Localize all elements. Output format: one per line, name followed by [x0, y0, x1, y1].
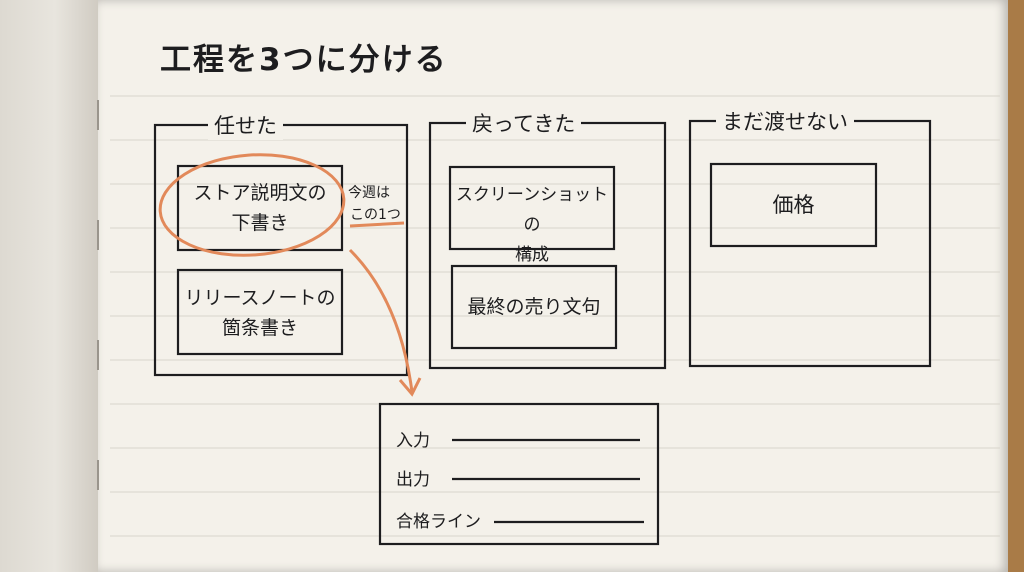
note-line-2: この1つ — [350, 207, 401, 223]
page-title: 工程を3つに分ける — [160, 42, 448, 78]
note-line-1: 今週は — [348, 185, 390, 201]
card-frame-release-notes — [176, 268, 344, 356]
highlight-circle — [158, 153, 346, 257]
column-title-delegated: 任せた — [208, 110, 283, 140]
card-frame-screenshot — [448, 165, 616, 251]
field-label-output: 出力 — [396, 470, 430, 490]
ruled-lines — [110, 95, 1000, 537]
field-label-pass-line: 合格ライン — [396, 512, 481, 532]
field-label-input: 入力 — [396, 431, 430, 451]
left-notebook-page — [0, 0, 100, 572]
card-screenshot-composition: スクリーンショットの 構成 — [455, 185, 609, 265]
card-price: 価格 — [772, 193, 815, 217]
card-frame-tagline — [450, 264, 618, 350]
column-title-not-yet: まだ渡せない — [716, 106, 854, 136]
spec-box-frame — [378, 402, 660, 546]
highlight-arrowhead — [398, 377, 422, 397]
card-frame-price — [709, 162, 878, 248]
card-store-description: ストア説明文の 下書き — [193, 182, 327, 234]
highlight-arrow — [348, 248, 414, 393]
highlight-marks — [158, 153, 422, 397]
column-frame-not-yet — [688, 119, 932, 368]
card-release-notes: リリースノートの 箇条書き — [184, 287, 336, 339]
card-final-tagline: 最終の売り文句 — [467, 296, 601, 318]
column-title-returned: 戻ってきた — [466, 108, 582, 138]
notebook-page — [98, 0, 1008, 572]
desk-edge — [1008, 0, 1024, 572]
highlight-underline — [349, 221, 405, 228]
